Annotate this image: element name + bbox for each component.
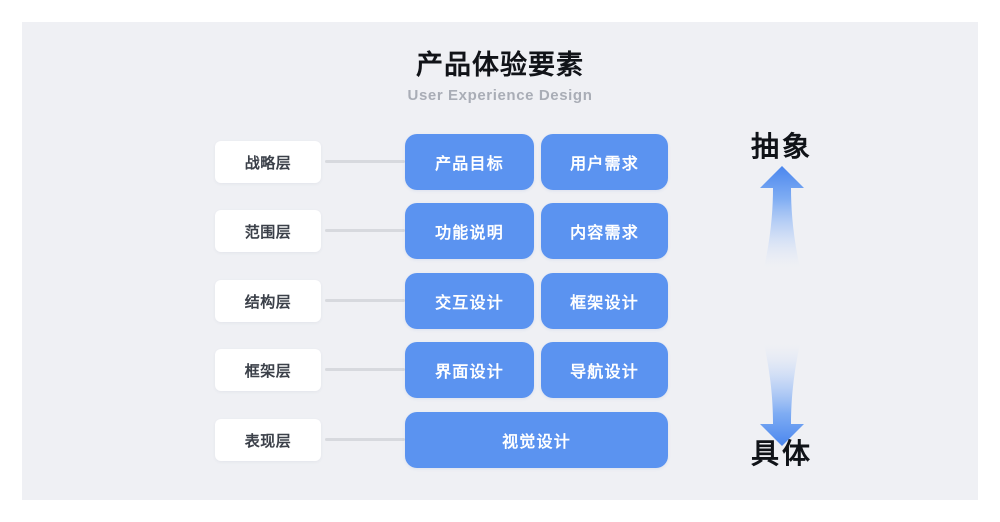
diagram-row: 框架层 界面设计 导航设计 xyxy=(22,342,978,398)
layer-label-strategy[interactable]: 战略层 xyxy=(215,141,321,183)
connector-line xyxy=(325,368,405,371)
diagram-row: 表现层 视觉设计 xyxy=(22,412,978,468)
element-chip[interactable]: 产品目标 xyxy=(405,134,534,190)
diagram-row: 战略层 产品目标 用户需求 xyxy=(22,134,978,190)
layer-label-skeleton[interactable]: 框架层 xyxy=(215,349,321,391)
connector-line xyxy=(325,229,405,232)
arrow-up-icon xyxy=(752,164,812,272)
element-chip[interactable]: 界面设计 xyxy=(405,342,534,398)
element-chip[interactable]: 导航设计 xyxy=(541,342,668,398)
layer-label-structure[interactable]: 结构层 xyxy=(215,280,321,322)
connector-line xyxy=(325,160,405,163)
element-chip[interactable]: 内容需求 xyxy=(541,203,668,259)
element-chip[interactable]: 交互设计 xyxy=(405,273,534,329)
page-subtitle: User Experience Design xyxy=(407,87,593,104)
header: 产品体验要素 User Experience Design xyxy=(22,48,978,106)
axis-label-abstract: 抽象 xyxy=(750,131,813,162)
page-title: 产品体验要素 xyxy=(416,50,584,80)
axis-label-concrete: 具体 xyxy=(750,438,813,469)
element-chip[interactable]: 框架设计 xyxy=(541,273,668,329)
element-chip[interactable]: 视觉设计 xyxy=(405,412,668,468)
layer-label-surface[interactable]: 表现层 xyxy=(215,419,321,461)
abstraction-axis: 抽象 xyxy=(682,22,882,500)
arrow-down-icon xyxy=(752,340,812,448)
element-chip[interactable]: 功能说明 xyxy=(405,203,534,259)
connector-line xyxy=(325,299,405,302)
slide-canvas: 产品体验要素 User Experience Design 战略层 产品目标 用… xyxy=(22,22,978,500)
layer-label-scope[interactable]: 范围层 xyxy=(215,210,321,252)
diagram-row: 范围层 功能说明 内容需求 xyxy=(22,203,978,259)
diagram-row: 结构层 交互设计 框架设计 xyxy=(22,273,978,329)
connector-line xyxy=(325,438,405,441)
element-chip[interactable]: 用户需求 xyxy=(541,134,668,190)
